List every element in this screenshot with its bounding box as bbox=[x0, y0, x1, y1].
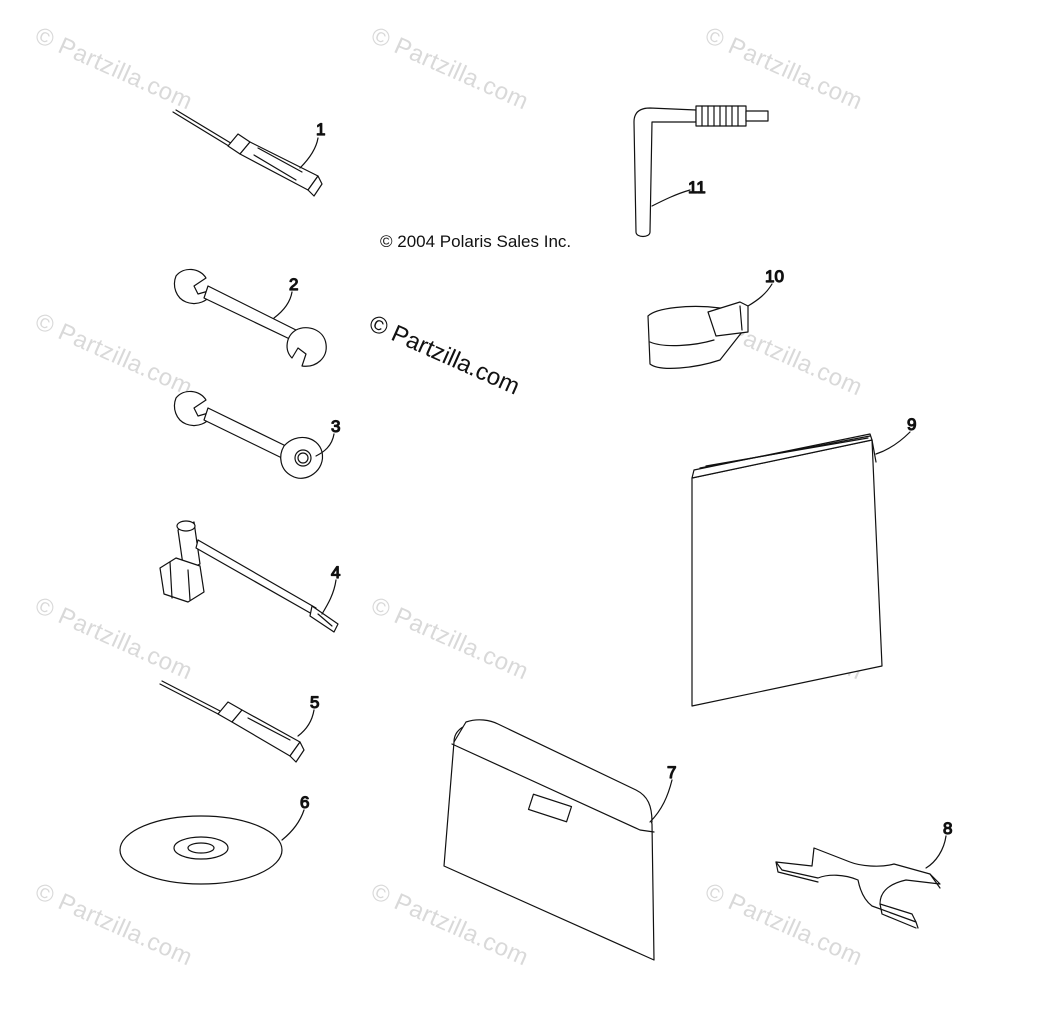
part-screwdriver-1[interactable] bbox=[172, 109, 323, 197]
callout-7: 7 bbox=[667, 763, 676, 782]
callout-10: 10 bbox=[765, 267, 784, 286]
part-manual-9[interactable] bbox=[691, 433, 883, 707]
part-envelope-7[interactable] bbox=[443, 719, 655, 961]
part-spanner-8[interactable] bbox=[775, 847, 941, 929]
callout-4: 4 bbox=[331, 563, 340, 582]
callout-3: 3 bbox=[331, 417, 340, 436]
leader-lines bbox=[273, 137, 947, 869]
part-wrench-3[interactable] bbox=[173, 390, 324, 479]
callout-5: 5 bbox=[310, 693, 319, 712]
part-wrench-2[interactable] bbox=[173, 268, 327, 367]
callout-11: 11 bbox=[688, 178, 706, 197]
callout-8: 8 bbox=[943, 819, 952, 838]
callout-2: 2 bbox=[289, 275, 298, 294]
part-screwdriver-5[interactable] bbox=[159, 680, 305, 763]
part-spark-plug-wrench-4[interactable] bbox=[159, 520, 339, 633]
part-key-tool-11[interactable] bbox=[633, 105, 769, 238]
callout-9: 9 bbox=[907, 415, 916, 434]
callout-6: 6 bbox=[300, 793, 309, 812]
part-disc-6[interactable] bbox=[119, 815, 283, 885]
part-strap-10[interactable] bbox=[647, 301, 749, 369]
copyright-notice: © 2004 Polaris Sales Inc. bbox=[380, 232, 572, 251]
callout-1: 1 bbox=[316, 120, 325, 139]
